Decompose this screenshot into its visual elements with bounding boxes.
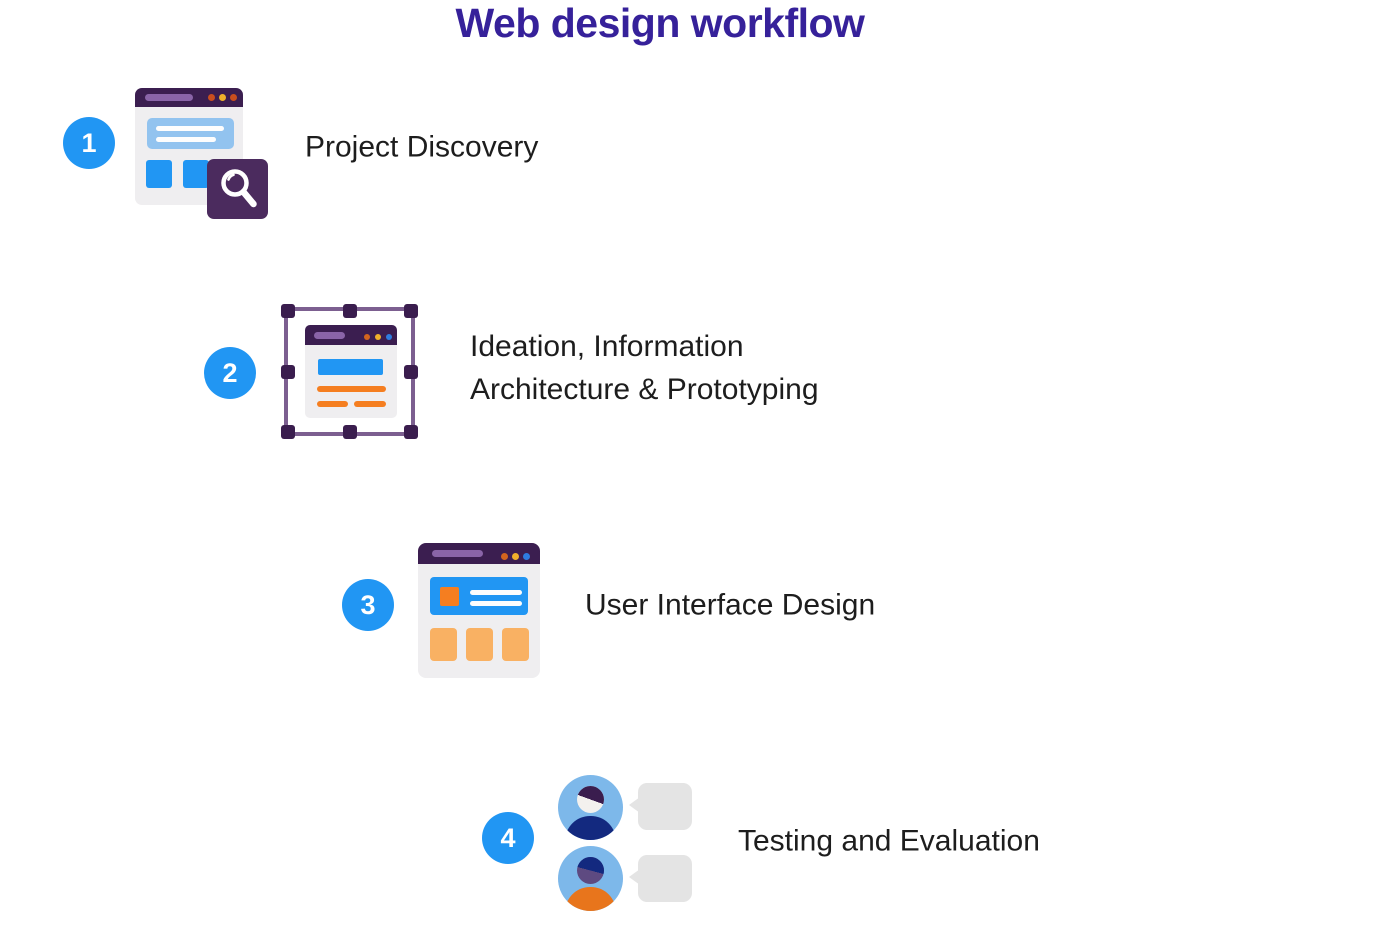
window-header <box>305 325 397 345</box>
selection-handle <box>404 425 418 439</box>
window-dot-icon <box>501 553 508 560</box>
content-block <box>183 160 209 188</box>
text-line <box>354 401 386 407</box>
hero-panel <box>147 118 234 149</box>
content-block <box>146 160 172 188</box>
avatar-torso <box>565 887 616 911</box>
card-block <box>466 628 493 661</box>
step-label: Testing and Evaluation <box>738 820 1040 863</box>
window-dot-icon <box>208 94 215 101</box>
card-block <box>502 628 529 661</box>
window-dot-icon <box>364 334 370 340</box>
text-line <box>317 401 348 407</box>
window-dot-icon <box>386 334 392 340</box>
window-header <box>135 88 243 107</box>
avatar-hair <box>577 786 604 813</box>
selection-handle <box>281 364 295 379</box>
user-avatar-icon <box>558 846 623 911</box>
selection-handle <box>342 304 357 318</box>
step-label-line: Testing and Evaluation <box>738 824 1040 858</box>
selection-frame-icon <box>281 304 418 439</box>
step-number-badge: 1 <box>63 117 115 169</box>
step-label-line: User Interface Design <box>585 588 876 622</box>
ui-design-window-icon <box>418 543 540 678</box>
selection-handle <box>281 304 295 318</box>
image-block <box>440 587 459 606</box>
step-label: Project Discovery <box>305 126 538 169</box>
address-pill <box>145 94 193 101</box>
window-header <box>418 543 540 564</box>
window-dot-icon <box>512 553 519 560</box>
browser-window-icon <box>135 88 243 205</box>
hero-panel <box>430 577 528 615</box>
step-label-line: Architecture & Prototyping <box>470 373 819 406</box>
window-dot-icon <box>375 334 381 340</box>
selection-handle <box>404 304 418 318</box>
text-line <box>317 386 386 392</box>
content-block <box>318 359 383 375</box>
step-label: User Interface Design <box>585 584 875 627</box>
selection-handle <box>342 425 357 439</box>
magnifier-icon <box>207 159 268 219</box>
address-pill <box>432 550 483 557</box>
speech-bubble-icon <box>629 783 692 830</box>
step-number-badge: 3 <box>342 579 394 631</box>
card-block <box>430 628 457 661</box>
selection-handle <box>281 425 295 439</box>
avatar-torso <box>565 816 616 840</box>
page-title: Web design workflow <box>455 0 865 46</box>
text-line <box>470 590 522 595</box>
step-label: Ideation, Information Architecture & Pro… <box>470 325 819 411</box>
speech-bubble-icon <box>629 855 692 902</box>
step-number-badge: 2 <box>204 347 256 399</box>
text-line <box>156 137 216 142</box>
window-dot-icon <box>219 94 226 101</box>
text-line <box>156 126 224 131</box>
wireframe-window-icon <box>305 325 397 418</box>
address-pill <box>314 332 345 339</box>
selection-handle <box>404 364 418 379</box>
window-dot-icon <box>523 553 530 560</box>
text-line <box>470 601 522 606</box>
user-avatar-icon <box>558 775 623 840</box>
step-label-line: Ideation, Information <box>470 330 744 363</box>
step-number-badge: 4 <box>482 812 534 864</box>
window-dot-icon <box>230 94 237 101</box>
avatar-hair <box>577 857 604 884</box>
step-label-line: Project Discovery <box>305 130 539 164</box>
